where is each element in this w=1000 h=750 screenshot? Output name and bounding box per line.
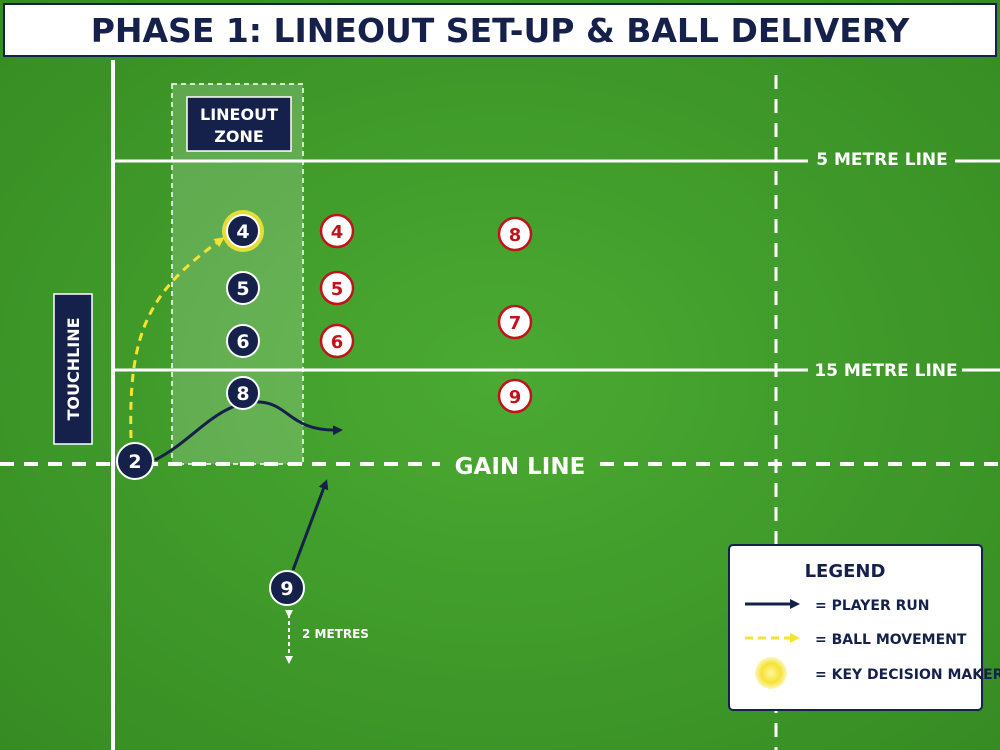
defender-6: 6 [319,323,355,359]
defender-8: 8 [497,216,533,252]
defender-5: 5 [319,270,355,306]
five-metre-label: 5 METRE LINE [816,150,948,170]
legend-key-decision-icon [755,657,787,689]
legend-title: LEGEND [805,561,886,582]
attacker-4-token [226,214,260,248]
attacker-8-token [226,376,260,410]
defender-9-number: 9 [509,387,522,408]
defender-7: 7 [497,304,533,340]
defender-5-token [319,270,355,306]
attacker-9-number: 9 [280,578,293,600]
attacker-8-number: 8 [236,383,249,405]
defender-9-token [497,378,533,414]
attacker-5-token [226,271,260,305]
defender-7-token [497,304,533,340]
attacker-5-number: 5 [236,278,249,300]
defender-9: 9 [497,378,533,414]
attacker-2: 2 [116,442,154,480]
legend-key-decision-label: = KEY DECISION MAKER [815,667,1000,683]
attacker-4-number: 4 [236,221,249,243]
ball-movement-path [129,237,225,439]
gain-line-label: GAIN LINE [455,454,586,480]
attacker-6-number: 6 [236,331,249,353]
legend-box [728,544,983,711]
attacker-2-token [116,442,154,480]
player-run-8 [154,400,343,462]
attacker-6: 6 [226,324,260,358]
legend: LEGEND = PLAYER RUN = BALL MOVEMENT = KE… [728,544,1000,711]
defender-4: 4 [319,213,355,249]
attacker-8: 8 [226,376,260,410]
defender-4-number: 4 [331,222,344,243]
fifteen-metre-label: 15 METRE LINE [814,361,957,381]
touchline-label: TOUCHLINE [64,317,83,420]
defender-6-token [319,323,355,359]
defender-5-number: 5 [331,279,344,300]
defender-8-number: 8 [509,225,522,246]
attacker-4: 4 [226,214,260,248]
player-run-9 [291,479,329,571]
defender-7-number: 7 [509,313,522,334]
defender-8-token [497,216,533,252]
title-bar [3,3,997,57]
defender-4-token [319,213,355,249]
page-title: PHASE 1: LINEOUT SET-UP & BALL DELIVERY [91,11,911,50]
lineout-zone-label-line1: LINEOUT [200,105,278,124]
defender-6-number: 6 [331,332,344,353]
attacker-9: 9 [269,570,305,606]
distance-label: 2 METRES [302,627,369,641]
touchline-label-box [53,293,93,445]
attacker-9-token [269,570,305,606]
lineout-zone-label-box [186,96,292,152]
attacker-5: 5 [226,271,260,305]
attacker-6-token [226,324,260,358]
lineout-zone-label-line2: ZONE [214,127,264,146]
attacker-2-number: 2 [128,451,141,473]
legend-player-run-label: = PLAYER RUN [815,598,930,614]
legend-ball-movement-label: = BALL MOVEMENT [815,632,967,648]
